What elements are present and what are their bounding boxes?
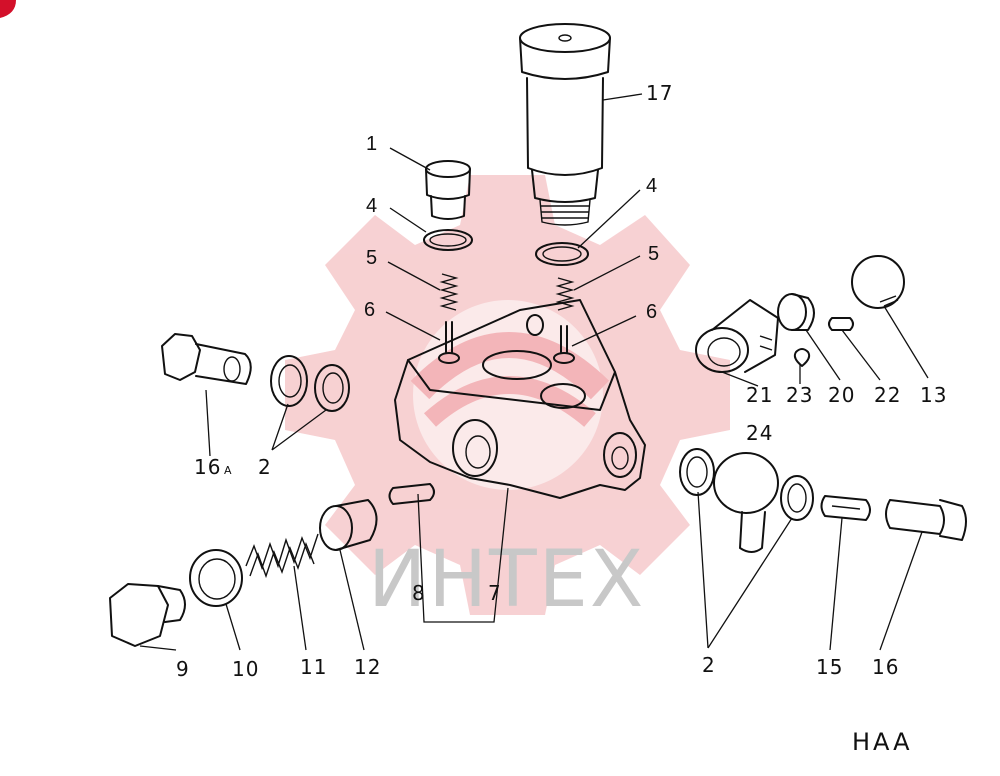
part-11-spring xyxy=(245,533,319,571)
label-part-16a: 16 xyxy=(194,455,221,479)
label-part-4-right: 4 xyxy=(646,175,657,197)
part-20-bushing xyxy=(777,293,815,331)
label-part-5-left: 5 xyxy=(366,247,377,269)
part-4-seal-left xyxy=(423,229,473,251)
part-22-pin xyxy=(828,317,854,331)
part-9-plug xyxy=(109,583,186,647)
figure-code: HAA xyxy=(852,728,913,756)
part-10-washer xyxy=(189,549,243,607)
label-part-2-right: 2 xyxy=(702,653,716,677)
part-7-pump-body xyxy=(394,299,646,499)
part-1-cap xyxy=(425,160,471,220)
part-4-seal-right-inner xyxy=(542,246,582,262)
part-2-washer-left-a-inner xyxy=(278,364,302,398)
part-2-washer-right-b xyxy=(780,475,814,521)
label-part-16: 16 xyxy=(872,655,899,679)
label-part-10: 10 xyxy=(232,657,259,681)
part-6-valve-left xyxy=(438,321,460,364)
label-part-6-right: 6 xyxy=(646,301,657,323)
watermark-gear-icon xyxy=(285,175,730,615)
part-11-spring-lower xyxy=(249,541,315,579)
part-12-piston xyxy=(319,499,378,551)
part-6-valve-right xyxy=(553,325,575,364)
part-5-spring-right xyxy=(555,277,575,311)
part-2-washer-right-b-inner xyxy=(787,483,807,513)
part-10-washer-inner xyxy=(198,558,236,600)
part-23-key xyxy=(793,348,811,367)
part-2-washer-left-a xyxy=(270,355,308,407)
part-16a-banjo-bolt xyxy=(161,333,252,385)
label-part-9: 9 xyxy=(176,657,190,681)
label-part-2-left: 2 xyxy=(258,455,272,479)
part-8-pin xyxy=(388,483,435,505)
part-4-seal-right xyxy=(535,242,589,266)
corner-badge xyxy=(0,0,16,18)
label-part-17: 17 xyxy=(646,81,673,105)
leader-lines xyxy=(139,93,929,651)
watermark-text: ИНТЕХ xyxy=(368,535,645,625)
label-part-13: 13 xyxy=(920,383,947,407)
label-part-8: 8 xyxy=(412,581,426,605)
label-part-24: 24 xyxy=(746,421,773,445)
label-part-22: 22 xyxy=(874,383,901,407)
part-17-filter xyxy=(519,23,611,226)
part-2-washer-right-a-inner xyxy=(686,456,708,488)
part-5-spring-left xyxy=(439,273,459,311)
label-part-15: 15 xyxy=(816,655,843,679)
label-part-16a-suffix: A xyxy=(224,464,233,477)
part-2-washer-left-b xyxy=(314,364,350,412)
part-2-washer-right-a xyxy=(679,448,715,496)
label-part-4-left: 4 xyxy=(366,195,377,217)
part-16-bolt xyxy=(885,499,967,541)
label-part-5-right: 5 xyxy=(648,243,659,265)
label-part-20: 20 xyxy=(828,383,855,407)
label-part-23: 23 xyxy=(786,383,813,407)
part-2-washer-left-b-inner xyxy=(322,372,344,404)
part-13-circlip xyxy=(851,255,905,309)
label-part-21: 21 xyxy=(746,383,773,407)
part-24-banjo-fitting xyxy=(713,452,779,553)
label-part-1: 1 xyxy=(366,133,377,155)
label-part-11: 11 xyxy=(300,655,327,679)
part-15-filter-screen xyxy=(820,495,871,521)
label-part-12: 12 xyxy=(354,655,381,679)
part-4-seal-left-inner xyxy=(429,233,467,247)
label-part-7: 7 xyxy=(488,581,502,605)
label-part-6-left: 6 xyxy=(364,299,375,321)
